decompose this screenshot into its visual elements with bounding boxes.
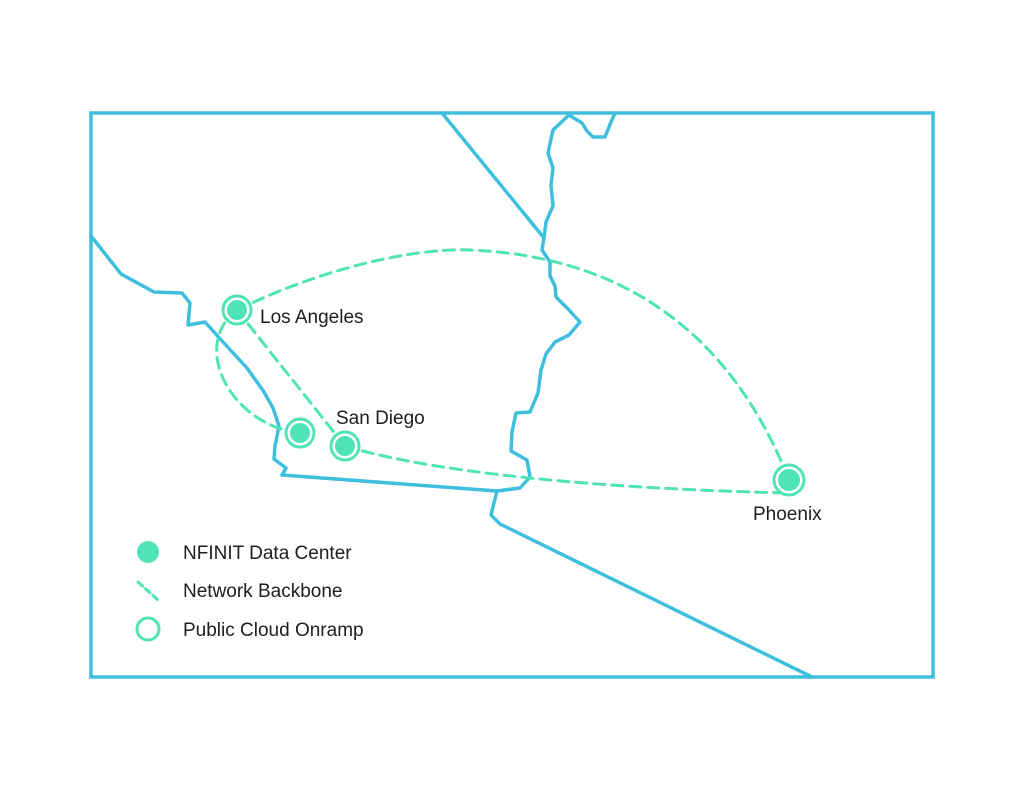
city-label-phoenix: Phoenix xyxy=(753,504,822,525)
backbone-la-phoenix xyxy=(235,248,791,482)
coastline xyxy=(89,234,288,477)
backbone-la-sandiego xyxy=(235,308,347,448)
california-nevada-border xyxy=(440,111,546,240)
legend-label-onramp: Public Cloud Onramp xyxy=(183,620,364,641)
city-marker-phoenix[interactable] xyxy=(772,463,806,497)
data-center-marker-coastal[interactable] xyxy=(284,417,316,449)
legend-backbone-icon xyxy=(136,580,160,602)
legend-onramp-icon xyxy=(135,616,161,642)
california-arizona-border xyxy=(495,236,582,493)
international-border xyxy=(280,473,499,493)
backbone-sandiego-phoenix xyxy=(343,444,791,495)
city-label-san-diego: San Diego xyxy=(336,408,425,429)
legend-label-backbone: Network Backbone xyxy=(183,581,343,602)
nevada-arizona-border xyxy=(542,111,617,240)
legend-label-data-center: NFINIT Data Center xyxy=(183,543,352,564)
legend-data-center-icon xyxy=(137,541,159,563)
legend xyxy=(135,541,161,642)
mexico-state-border xyxy=(489,489,814,679)
backbone-links xyxy=(215,248,791,495)
city-marker-san-diego[interactable] xyxy=(329,430,361,462)
city-marker-los-angeles[interactable] xyxy=(221,294,253,326)
city-label-los-angeles: Los Angeles xyxy=(260,307,364,328)
map-frame xyxy=(89,111,935,679)
backbone-la-coastal xyxy=(215,308,302,435)
